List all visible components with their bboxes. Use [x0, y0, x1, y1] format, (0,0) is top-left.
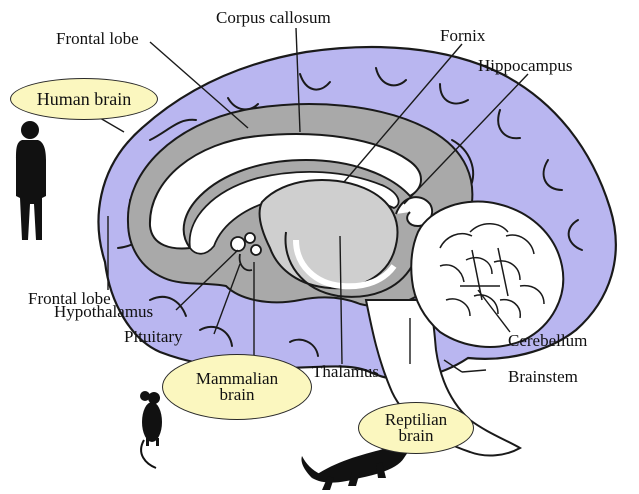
label-cerebellum: Cerebellum — [508, 332, 587, 349]
mouse-silhouette-icon — [140, 391, 162, 468]
label-brainstem: Brainstem — [508, 368, 578, 385]
label-pituitary: Pituitary — [124, 328, 183, 345]
bubble-reptilian-line2: brain — [399, 428, 434, 444]
label-hippocampus: Hippocampus — [478, 57, 572, 74]
human-silhouette-icon — [16, 121, 46, 240]
label-hypothalamus: Hypothalamus — [54, 303, 153, 320]
label-thalamus: Thalamus — [312, 363, 379, 380]
bubble-human-brain-text: Human brain — [37, 89, 131, 110]
bubble-human-brain: Human brain — [10, 78, 158, 120]
bubble-mammalian-line2: brain — [220, 387, 255, 403]
bubble-mammalian-brain: Mammalian brain — [162, 354, 312, 420]
bubble-reptilian-brain: Reptilian brain — [358, 402, 474, 454]
label-frontal-lobe-top: Frontal lobe — [56, 30, 139, 47]
label-corpus-callosum: Corpus callosum — [216, 9, 331, 26]
label-fornix: Fornix — [440, 27, 485, 44]
